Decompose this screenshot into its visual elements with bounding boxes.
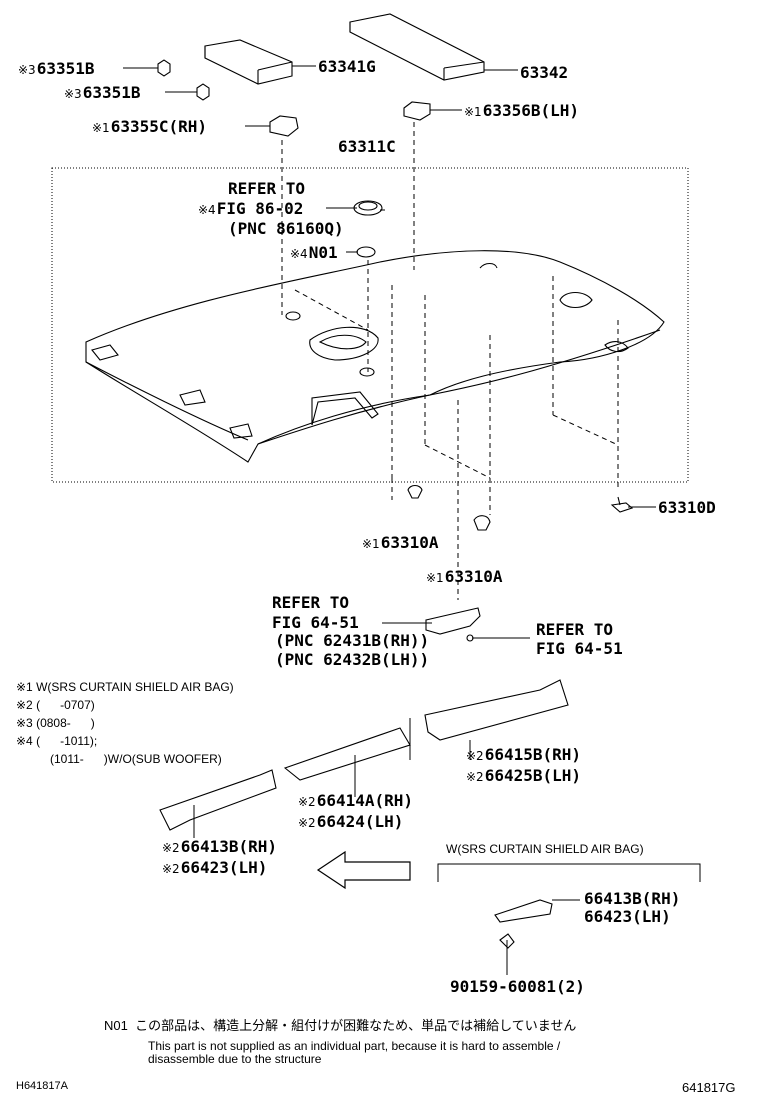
label-63310A-2: ※163310A	[426, 567, 503, 586]
dashed-lines	[281, 122, 619, 600]
label-63342: 63342	[520, 63, 569, 82]
small-parts	[157, 13, 634, 949]
condition-2: ※2 ( -0707)	[16, 698, 95, 712]
footer-right-code: 641817G	[682, 1080, 736, 1095]
label-66414A: ※266414A(RH)	[298, 791, 414, 810]
label-63351B-1: ※363351B	[18, 59, 95, 78]
direction-arrow	[316, 850, 411, 890]
condition-4: ※4 ( -1011);	[16, 734, 98, 748]
condition-3: ※3 (0808- )	[16, 716, 95, 730]
label-63310D: 63310D	[658, 498, 716, 517]
ref64b-line2: FIG 64-51	[536, 639, 623, 658]
condition-5: (1011- )W/O(SUB WOOFER)	[50, 752, 222, 766]
ref86-line3: (PNC 86160Q)	[228, 219, 344, 238]
footnote-en1: This part is not supplied as an individu…	[148, 1039, 561, 1053]
label-66413B-airbag: 66413B(RH)	[584, 889, 681, 908]
label-63341G: 63341G	[318, 57, 376, 76]
label-n01: ※4N01	[290, 243, 338, 262]
label-66413B: ※266413B(RH)	[162, 837, 278, 856]
airbag-bracket	[437, 863, 701, 882]
label-66425B: ※266425B(LH)	[466, 766, 582, 785]
label-66423-airbag: 66423(LH)	[584, 907, 671, 926]
ref64b-line1: REFER TO	[536, 620, 614, 639]
ref64a-line2: FIG 64-51	[272, 613, 359, 632]
label-63310A-1: ※163310A	[362, 533, 439, 552]
label-63351B-2: ※363351B	[64, 83, 141, 102]
label-66415B: ※266415B(RH)	[466, 745, 582, 764]
headliner-panel	[85, 250, 665, 463]
ref86-line1: REFER TO	[228, 179, 306, 198]
footer-left-code: H641817A	[16, 1080, 68, 1092]
condition-1: ※1 W(SRS CURTAIN SHIELD AIR BAG)	[16, 680, 234, 694]
airbag-header: W(SRS CURTAIN SHIELD AIR BAG)	[446, 842, 644, 856]
ref64a-line1: REFER TO	[272, 593, 350, 612]
label-63311C: 63311C	[338, 137, 396, 156]
label-90159: 90159-60081(2)	[450, 977, 585, 996]
footnote-en2: disassemble due to the structure	[148, 1052, 322, 1066]
label-63355C: ※163355C(RH)	[92, 117, 208, 136]
label-66423: ※266423(LH)	[162, 858, 268, 877]
ref86-line2: ※4FIG 86-02	[198, 199, 304, 218]
label-66424: ※266424(LH)	[298, 812, 404, 831]
footnote-jp: N01 この部品は、構造上分解・組付けが困難なため、単品では補給していません	[104, 1018, 577, 1033]
ref64a-line3: (PNC 62431B(RH))	[275, 631, 430, 650]
headliner-frame	[51, 167, 689, 483]
ref64a-line4: (PNC 62432B(LH))	[275, 650, 430, 669]
label-63356B: ※163356B(LH)	[464, 101, 580, 120]
